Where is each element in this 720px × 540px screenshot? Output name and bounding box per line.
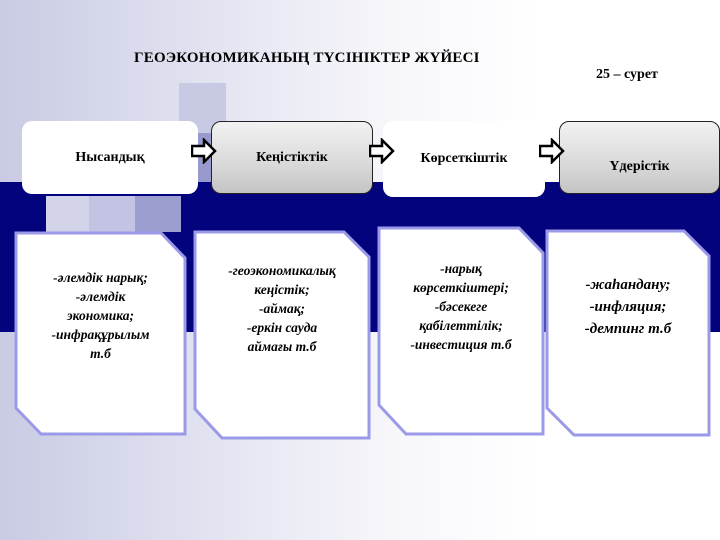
detail-card-objective: -әлемдік нарық; -әлемдік экономика; -инф… bbox=[13, 230, 188, 437]
detail-card-indicator: -нарық көрсеткіштері; -бәсекеге қабілетт… bbox=[376, 225, 546, 437]
card-text: -әлемдік нарық; -әлемдік экономика; -инф… bbox=[51, 270, 150, 361]
detail-card-spatial: -геоэкономикалық кеңістік; -аймақ; -еркі… bbox=[192, 229, 372, 441]
category-label: Кеңістіктік bbox=[256, 149, 328, 165]
decor-square bbox=[135, 196, 181, 232]
arrow-right-icon bbox=[369, 138, 395, 164]
category-label: Көрсеткіштік bbox=[420, 151, 508, 166]
card-text: -жаһандану; -инфляция; -демпинг т.б bbox=[584, 277, 672, 337]
diagram-title: ГЕОЭКОНОМИКАНЫҢ ТҮСІНІКТЕР ЖҮЙЕСІ bbox=[134, 50, 480, 66]
decor-square bbox=[46, 196, 89, 232]
figure-label: 25 – сурет bbox=[596, 67, 658, 82]
category-box-indicator: Көрсеткіштік bbox=[383, 121, 545, 197]
arrow-right-icon bbox=[539, 138, 565, 164]
category-box-objective: Нысандық bbox=[22, 121, 198, 194]
category-box-process: Үдерістік bbox=[559, 121, 720, 194]
category-box-spatial: Кеңістіктік bbox=[211, 121, 373, 194]
card-text: -геоэкономикалық кеңістік; -аймақ; -еркі… bbox=[228, 263, 336, 354]
category-label: Нысандық bbox=[75, 149, 145, 165]
card-text: -нарық көрсеткіштері; -бәсекеге қабілетт… bbox=[410, 261, 512, 352]
detail-card-process: -жаһандану; -инфляция; -демпинг т.б bbox=[544, 228, 712, 438]
arrow-right-icon bbox=[191, 138, 217, 164]
category-label: Үдерістік bbox=[609, 158, 670, 174]
decor-square bbox=[89, 196, 135, 232]
